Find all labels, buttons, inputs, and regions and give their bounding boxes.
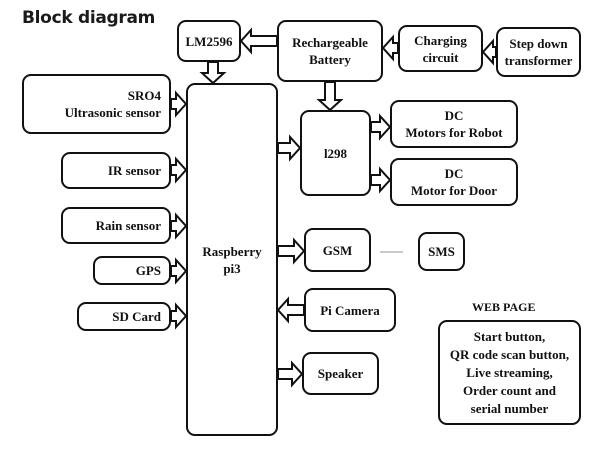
arrow-lm2596-to-raspberry: [199, 61, 227, 85]
block-label-line: Ultrasonic sensor: [64, 105, 161, 120]
block-label-line: Step down: [509, 36, 568, 51]
block-label-line: Motors for Robot: [405, 125, 503, 140]
block-label-line: QR code scan button,: [449, 346, 570, 362]
block-label-line: GPS: [135, 263, 161, 278]
block-label-line: Speaker: [317, 366, 364, 381]
dc-motors-robot-block: DC Motors for Robot: [390, 100, 518, 148]
arrow-raspberry-to-l298: [277, 134, 302, 162]
arrow-battery-to-l298: [316, 81, 344, 112]
pi-camera-block: Pi Camera: [304, 288, 396, 332]
rain-sensor-block: Rain sensor: [61, 207, 171, 244]
step-down-transformer-block: Step down transformer: [496, 27, 581, 77]
arrow-battery-to-lm2596: [239, 27, 278, 55]
block-label-line: SD Card: [112, 309, 161, 324]
arrow-l298-to-motor_door: [370, 166, 392, 194]
block-label-line: transformer: [504, 53, 573, 68]
arrow-sdcard-to-raspberry: [170, 302, 188, 330]
block-label-line: IR sensor: [107, 163, 161, 178]
block-label-line: Live streaming,: [466, 364, 553, 380]
block-label-line: SMS: [428, 244, 455, 259]
arrow-transformer-to-charging: [481, 38, 497, 66]
block-label-line: DC: [444, 108, 464, 123]
gsm-block: GSM: [304, 228, 371, 272]
web-page-label: WEB PAGE: [472, 300, 536, 314]
sd-card-block: SD Card: [77, 302, 171, 331]
arrow-raspberry-to-speaker: [277, 360, 304, 388]
block-label-line: serial number: [470, 400, 549, 416]
sms-block: SMS: [418, 232, 465, 271]
arrow-rain-to-raspberry: [170, 212, 188, 240]
gps-block: GPS: [93, 256, 171, 285]
diagram-title: Block diagram: [22, 8, 156, 28]
block-label-line: Raspberry: [202, 243, 262, 259]
block-label-line: Order count and: [463, 382, 556, 398]
block-label-line: LM2596: [185, 33, 233, 49]
block-label-line: Rain sensor: [95, 218, 161, 233]
arrow-l298-to-motors_robot: [370, 113, 392, 141]
block-label-line: SRO4: [127, 88, 161, 103]
lm2596-block: LM2596: [177, 20, 241, 62]
arrow-charging-to-battery: [381, 34, 399, 62]
block-label-line: l298: [323, 145, 348, 161]
arrow-gps-to-raspberry: [170, 257, 188, 285]
l298-block: l298: [300, 110, 371, 196]
arrow-picamera-to-raspberry: [276, 296, 305, 324]
web-page-block: Start button, QR code scan button, Live st…: [438, 320, 581, 425]
block-label-line: DC: [444, 166, 464, 181]
block-label-line: Start button,: [473, 328, 546, 344]
block-label-line: Battery: [309, 52, 351, 67]
arrow-raspberry-to-gsm: [277, 237, 306, 265]
block-label-line: Motor for Door: [410, 183, 498, 198]
block-label-line: Rechargeable: [292, 35, 368, 50]
block-label-line: GSM: [322, 242, 353, 258]
block-label-line: circuit: [422, 49, 459, 65]
block-label-line: pi3: [223, 260, 241, 276]
speaker-block: Speaker: [302, 352, 379, 395]
arrow-ir-to-raspberry: [170, 156, 188, 184]
arrow-ultrasonic-to-raspberry: [170, 90, 188, 118]
dc-motor-door-block: DC Motor for Door: [390, 158, 518, 206]
ir-sensor-block: IR sensor: [61, 152, 171, 189]
block-label-line: Charging: [414, 32, 467, 48]
block-label-line: Pi Camera: [320, 302, 380, 318]
